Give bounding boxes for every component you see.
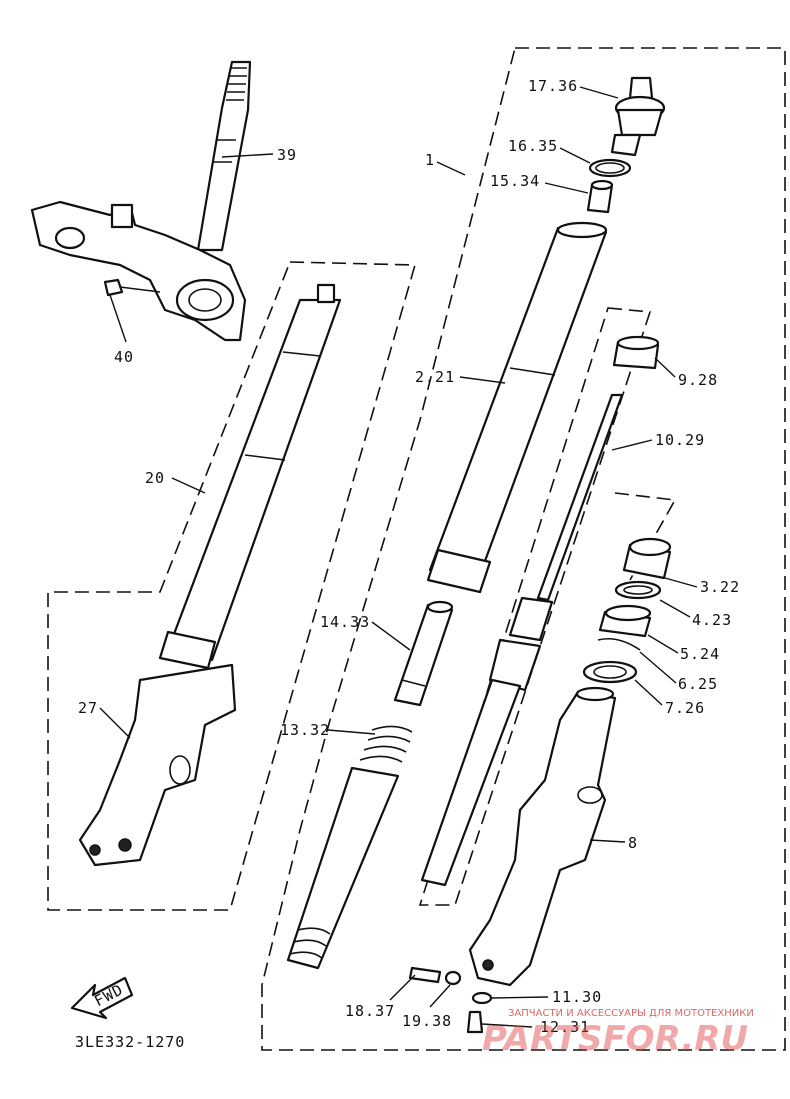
label-1: 1 [425, 151, 435, 169]
group-outline-right [261, 47, 786, 1051]
group-outline-left [47, 261, 417, 911]
washer-19-38 [444, 970, 462, 986]
diagram-code: 3LE332-1270 [75, 1033, 185, 1051]
left-outer-tube-27 [78, 663, 237, 867]
bushing-9-28 [612, 335, 660, 370]
clip-6-25 [597, 637, 641, 651]
spring-13-32 [286, 725, 413, 970]
label-4-23: 4.23 [692, 611, 732, 629]
piston-14-33 [393, 600, 454, 707]
bolt-12-31 [466, 1010, 484, 1034]
lower-bracket [30, 200, 247, 342]
label-12-31: 12.31 [540, 1018, 590, 1036]
label-39: 39 [277, 146, 297, 164]
label-19-38: 19.38 [402, 1012, 452, 1030]
washer-4-23 [614, 580, 662, 600]
label-8: 8 [628, 834, 638, 852]
label-16-35: 16.35 [508, 137, 558, 155]
label-17-36: 17.36 [528, 77, 578, 95]
label-9-28: 9.28 [678, 371, 718, 389]
slide-metal-3-22 [622, 537, 672, 580]
leader-lines [99, 86, 698, 1028]
label-5-24: 5.24 [680, 645, 720, 663]
bolt-18-37 [408, 966, 442, 984]
dust-seal-7-26 [582, 660, 638, 684]
gasket-11-30 [471, 991, 493, 1005]
callout-labels: 17.36 16.35 15.34 1 39 40 2.21 9.28 10.2… [78, 77, 740, 1036]
oil-seal-5-24 [598, 604, 652, 638]
label-14-33: 14.33 [320, 613, 370, 631]
inner-tube-2-21 [426, 221, 608, 594]
watermark-tagline: ЗАПЧАСТИ И АКСЕССУАРЫ ДЛЯ МОТОТЕХНИКИ [508, 1008, 754, 1019]
label-6-25: 6.25 [678, 675, 718, 693]
label-11-30: 11.30 [552, 988, 602, 1006]
label-18-37: 18.37 [345, 1002, 395, 1020]
o-ring-16-35 [588, 158, 632, 178]
label-27: 27 [78, 699, 98, 717]
label-3-22: 3.22 [700, 578, 740, 596]
left-fork-assembly-20 [158, 283, 342, 670]
damper-rod-10-29 [420, 393, 624, 887]
watermark: ЗАПЧАСТИ И АКСЕССУАРЫ ДЛЯ МОТОТЕХНИКИ PA… [482, 1008, 754, 1059]
label-7-26: 7.26 [665, 699, 705, 717]
fwd-arrow-icon: FWD [70, 976, 134, 1020]
label-20: 20 [145, 469, 165, 487]
label-2-21: 2.21 [415, 368, 455, 386]
cap-bolt-17-36 [610, 76, 666, 157]
label-13-32: 13.32 [280, 721, 330, 739]
outer-tube-8 [468, 686, 617, 987]
steering-stem-39 [196, 60, 252, 252]
watermark-brand: PARTSFOR.RU [482, 1019, 748, 1059]
label-40: 40 [114, 348, 134, 366]
bolt-40 [103, 278, 161, 297]
label-10-29: 10.29 [655, 431, 705, 449]
spacer-15-34 [586, 179, 614, 214]
label-15-34: 15.34 [490, 172, 540, 190]
